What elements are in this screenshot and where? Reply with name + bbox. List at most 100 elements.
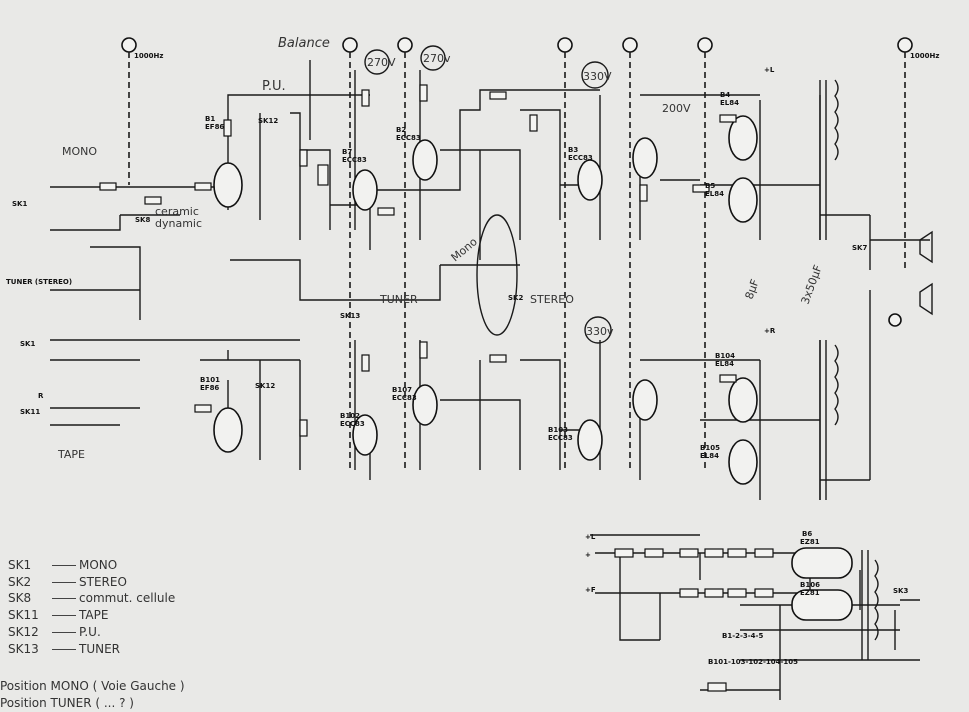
handwritten-annotations: MONO P.U. Balance 270V 270v 330V 330v 20… — [57, 36, 825, 461]
b2-label: B2 — [396, 126, 406, 134]
legend-value: MONO — [79, 558, 118, 572]
cap-3x50uf-note: 3x50µF — [799, 263, 825, 306]
sk7-label: SK7 — [852, 244, 867, 252]
note-line: Position TUNER ( ... ? ) — [0, 696, 134, 710]
b3-label: B3 — [568, 146, 578, 154]
tuner-input-label: TUNER (STEREO) — [6, 278, 72, 286]
sk2-circle — [476, 214, 518, 336]
ps-plus-label: + — [585, 551, 591, 559]
tube-b103 — [577, 419, 603, 461]
tube-b2 — [412, 139, 438, 181]
bus1-label: B1-2-3-4-5 — [722, 632, 763, 640]
b103-type: ECC83 — [548, 434, 573, 442]
sk3-label: SK3 — [893, 587, 908, 595]
sk12-label: SK12 — [258, 117, 278, 125]
tube-b7 — [352, 169, 378, 211]
freq-label: 1000Hz — [134, 52, 163, 60]
legend-value: commut. cellule — [79, 591, 176, 606]
b101-label: B101 — [200, 376, 220, 384]
b102-type: ECC83 — [340, 420, 365, 428]
ps-plus-f-label: +F — [585, 586, 596, 594]
right-channel — [50, 290, 871, 500]
tube-b3 — [577, 159, 603, 201]
b1-label: B1 — [205, 115, 215, 123]
b1-type: EF86 — [205, 123, 224, 131]
tube-b4 — [728, 115, 758, 161]
b104-label: B104 — [715, 352, 735, 360]
legend-key: SK2 — [8, 574, 32, 589]
tube-b102 — [352, 414, 378, 456]
ceramic-note: ceramic — [155, 205, 199, 218]
legend-key: SK8 — [8, 591, 32, 606]
note-line: Position MONO ( Voie Gauche ) — [0, 679, 185, 693]
voltage-200: 200V — [662, 102, 691, 115]
power-supply — [590, 534, 920, 700]
voltage-330b: 330v — [586, 325, 614, 338]
sk13-label: SK13 — [340, 312, 360, 320]
tuner-note: TUNER — [379, 293, 418, 306]
voltage-270b: 270v — [423, 52, 451, 65]
legend-key: SK1 — [8, 558, 32, 572]
stereo-note: STEREO — [530, 293, 574, 306]
bus2-label: B101-103-102-104-105 — [708, 658, 798, 666]
left-channel — [50, 70, 933, 327]
b107-type: ECC83 — [392, 394, 417, 402]
b5-label: B5 — [705, 182, 715, 190]
tape-note: TAPE — [57, 448, 85, 461]
tube-b107 — [412, 384, 438, 426]
sk12b-label: SK12 — [255, 382, 275, 390]
mono-sk2-note: Mono — [449, 235, 480, 264]
position-notes: Position MONO ( Voie Gauche ) Position T… — [0, 678, 185, 712]
plus-r-label: +R — [764, 327, 776, 335]
ps-plus-l-label: +L — [585, 533, 596, 541]
b106-label: B106 — [800, 581, 820, 589]
b107-label: B107 — [392, 386, 412, 394]
legend-row: SK11 TAPE — [8, 607, 175, 624]
legend-value: TAPE — [79, 608, 109, 623]
tube-b105 — [728, 439, 758, 485]
tube-b5 — [728, 177, 758, 223]
legend-value: STEREO — [79, 574, 127, 589]
test-points: 1000Hz 1000Hz — [121, 37, 939, 470]
b4-type: EL84 — [720, 99, 739, 107]
tube-b3b — [632, 137, 658, 179]
b4-label: B4 — [720, 91, 730, 99]
b2-type: ECC83 — [396, 134, 421, 142]
switch-legend: SK1 MONO SK2 STEREO SK8 commut. cellule SK1… — [8, 557, 175, 657]
r-label: R — [38, 392, 44, 400]
legend-value: TUNER — [79, 641, 121, 656]
legend-row: SK1 MONO — [8, 557, 175, 574]
mono-note: MONO — [62, 145, 97, 158]
b106-type: EZ81 — [800, 589, 820, 597]
tube-b104 — [728, 377, 758, 423]
tube-b1 — [213, 162, 243, 208]
tube-b6 — [791, 547, 853, 579]
voltage-330a: 330V — [583, 70, 612, 83]
sk1b-label: SK1 — [20, 340, 35, 348]
b5-type: EL84 — [705, 190, 724, 198]
pu-note: P.U. — [262, 79, 286, 94]
b104-type: EL84 — [715, 360, 734, 368]
legend-value: P.U. — [79, 624, 101, 639]
sk11-label: SK11 — [20, 408, 40, 416]
legend-key: SK12 — [8, 624, 39, 639]
b105-label: B105 — [700, 444, 720, 452]
b105-type: EL84 — [700, 452, 719, 460]
b6-type: EZ81 — [800, 538, 820, 546]
b7-type: ECC83 — [342, 156, 367, 164]
legend-key: SK11 — [8, 608, 39, 623]
voltage-270a: 270V — [367, 56, 396, 69]
freq-label-2: 1000Hz — [910, 52, 939, 60]
sk8-label: SK8 — [135, 216, 150, 224]
legend-row: SK12 P.U. — [8, 624, 175, 641]
b7-label: B7 — [342, 148, 352, 156]
tube-b103b — [632, 379, 658, 421]
tube-b106 — [791, 589, 853, 621]
b101-type: EF86 — [200, 384, 219, 392]
b102-label: B102 — [340, 412, 360, 420]
b6-label: B6 — [802, 530, 812, 538]
legend-row: SK2 STEREO — [8, 574, 175, 591]
cap-8uf-note: 8µF — [743, 277, 762, 301]
